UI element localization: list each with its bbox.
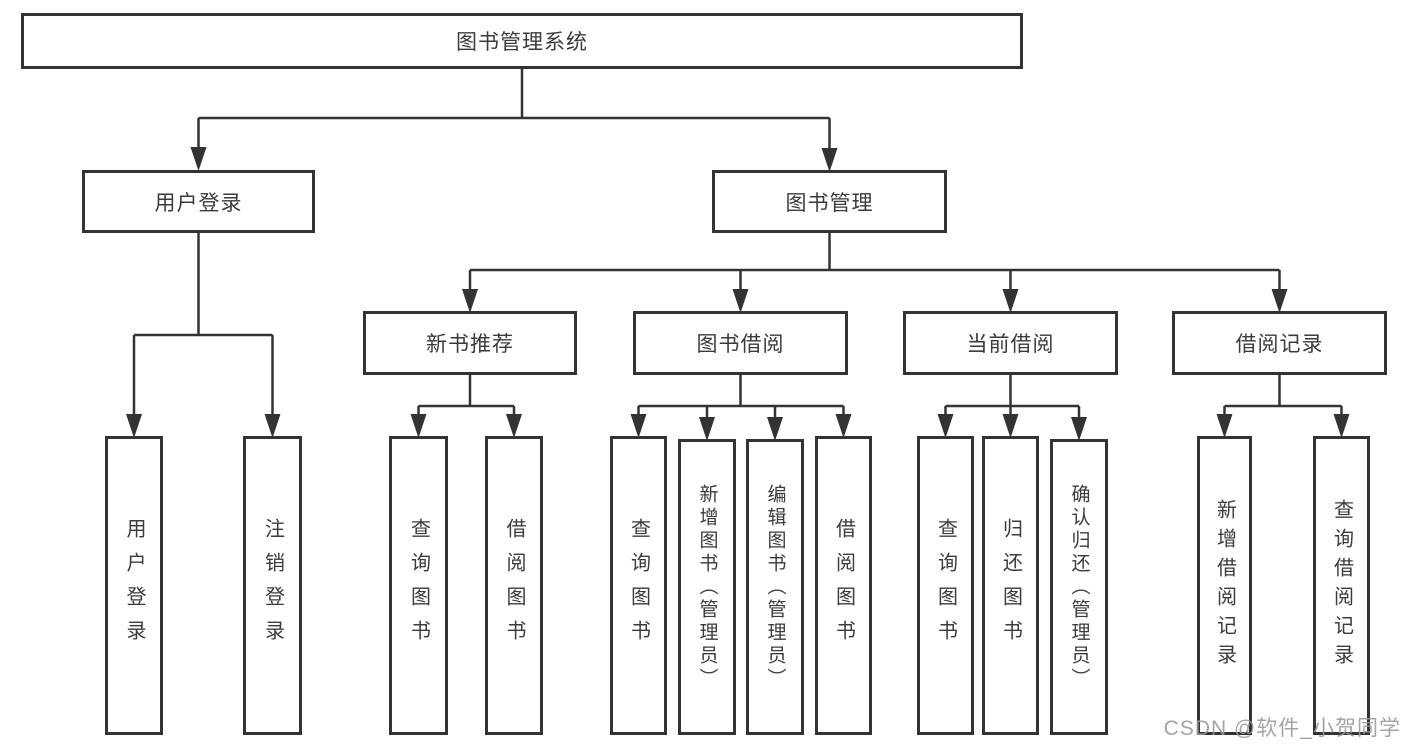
leaf-logout: 注销登录	[243, 436, 302, 735]
leaf-confirm-return-admin: 确认归还（管理员）	[1050, 439, 1108, 735]
node-current-borrowing: 当前借阅	[903, 311, 1118, 375]
node-book-borrowing: 图书借阅	[633, 311, 848, 375]
node-library-system: 图书管理系统	[21, 13, 1023, 69]
node-user-login: 用户登录	[82, 170, 315, 233]
leaf-borrow-books-recommend: 借阅图书	[485, 436, 543, 735]
leaf-user-login: 用户登录	[105, 436, 163, 735]
leaf-query-borrow-record: 查询借阅记录	[1313, 436, 1370, 735]
node-borrowing-records: 借阅记录	[1172, 311, 1387, 375]
leaf-query-books-recommend: 查询图书	[389, 436, 448, 735]
leaf-borrow-books-borrow: 借阅图书	[815, 436, 872, 735]
node-new-book-recommendation: 新书推荐	[363, 311, 577, 375]
leaf-add-books-admin: 新增图书（管理员）	[678, 439, 736, 735]
arrowhead-icons	[126, 147, 1350, 441]
node-book-management: 图书管理	[712, 170, 947, 233]
leaf-return-books: 归还图书	[982, 436, 1039, 735]
leaf-query-books-borrow: 查询图书	[610, 436, 667, 735]
leaf-edit-books-admin: 编辑图书（管理员）	[746, 439, 804, 735]
leaf-query-books-current: 查询图书	[917, 436, 974, 735]
leaf-add-borrow-record: 新增借阅记录	[1197, 436, 1252, 735]
csdn-watermark: CSDN @软件_小贺同学	[1163, 717, 1401, 740]
